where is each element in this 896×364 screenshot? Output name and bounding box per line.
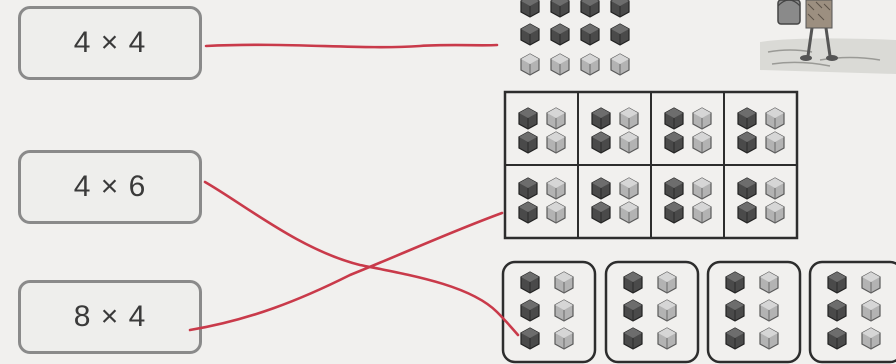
match-line-8x4 [190,213,502,330]
match-lines [190,45,518,335]
match-line-4x6 [205,182,518,335]
cube-grid-8-boxes[interactable] [505,92,797,238]
cube-array-4x4[interactable] [521,0,629,75]
match-line-4x4 [206,45,497,47]
scene-illustration [760,0,896,74]
cube-groups-4-of-6[interactable] [503,262,896,362]
